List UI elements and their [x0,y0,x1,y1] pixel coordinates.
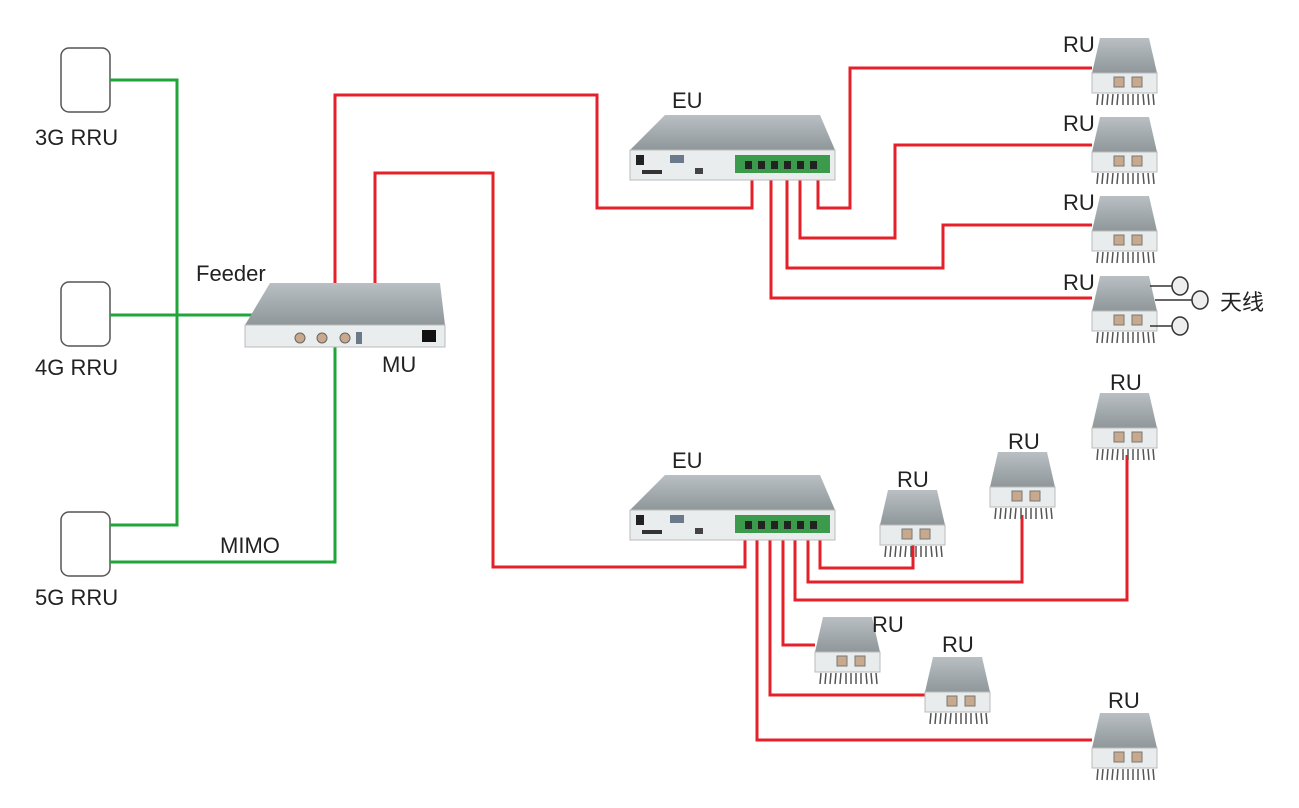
eu-device-top [629,114,836,181]
ru-label: RU [1063,111,1095,136]
mimo-label: MIMO [220,533,280,558]
rru-4g-box [60,281,111,347]
ru-label: RU [1108,688,1140,713]
rru-5g-label: 5G RRU [35,585,118,610]
ru-label: RU [1008,429,1040,454]
feeder-label: Feeder [196,261,266,286]
ru-device [1091,116,1158,185]
ru-device [989,451,1056,520]
ru-label: RU [942,632,974,657]
ru-device [1091,275,1158,344]
ru-device [1091,37,1158,106]
ru-label: RU [897,467,929,492]
ru-device [1091,195,1158,264]
antenna-label: 天线 [1220,290,1264,315]
ru-label: RU [1063,270,1095,295]
feeder-lines [110,78,337,564]
rru-3g-box [60,47,111,113]
eu-device-bottom [629,474,836,541]
ru-label: RU [1063,190,1095,215]
eu-label-top: EU [672,88,703,113]
eu-label-bottom: EU [672,448,703,473]
ru-device [814,616,881,685]
rru-4g-label: 4G RRU [35,355,118,380]
rru-5g-box [60,511,111,577]
mu-label: MU [382,352,416,377]
fiber-lines [333,66,1129,742]
ru-label: RU [872,612,904,637]
ru-device [924,656,991,725]
mu-device [244,283,446,348]
rru-3g-label: 3G RRU [35,125,118,150]
ru-label: RU [1110,370,1142,395]
ru-device [1091,392,1158,461]
ru-label: RU [1063,32,1095,57]
ru-device [1091,712,1158,781]
antenna-icons [1150,276,1209,336]
